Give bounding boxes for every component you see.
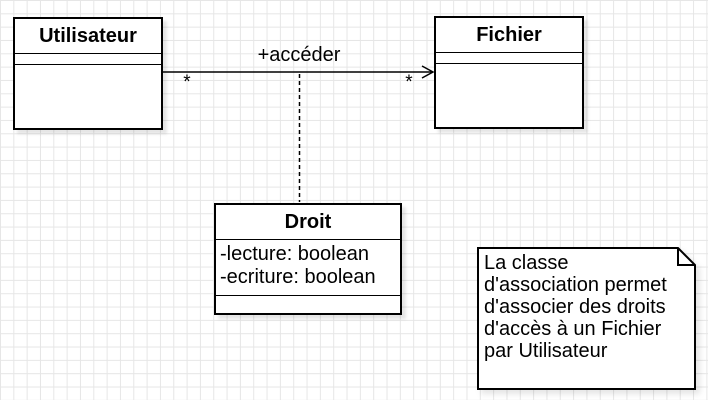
arrowhead-icon bbox=[421, 65, 435, 79]
class-attributes-compartment: -lecture: boolean -ecriture: boolean bbox=[216, 240, 400, 296]
association-label[interactable]: +accéder bbox=[257, 44, 341, 66]
note-line: d'associer des droits bbox=[484, 296, 666, 318]
note-fold-corner-icon bbox=[677, 248, 695, 266]
note-box[interactable]: La classe d'association permet d'associe… bbox=[477, 247, 696, 390]
note-outline bbox=[477, 247, 696, 390]
class-title: Droit bbox=[216, 205, 400, 240]
multiplicity-target[interactable]: * bbox=[405, 72, 413, 93]
class-title: Fichier bbox=[436, 18, 582, 53]
class-box-fichier[interactable]: Fichier bbox=[434, 16, 584, 129]
note-line: d'association permet bbox=[484, 274, 667, 296]
multiplicity-source[interactable]: * bbox=[183, 72, 191, 93]
note-shape bbox=[477, 247, 696, 390]
note-line: La classe bbox=[484, 252, 569, 274]
note-text: La classe d'association permet d'associe… bbox=[484, 252, 689, 362]
class-attributes-compartment bbox=[436, 53, 582, 64]
class-methods-compartment bbox=[15, 65, 161, 128]
class-methods-compartment bbox=[216, 296, 400, 313]
class-methods-compartment bbox=[436, 64, 582, 127]
class-attributes-compartment bbox=[15, 54, 161, 65]
class-title: Utilisateur bbox=[15, 19, 161, 54]
class-box-utilisateur[interactable]: Utilisateur bbox=[13, 17, 163, 130]
note-line: par Utilisateur bbox=[484, 340, 608, 362]
class-box-droit[interactable]: Droit -lecture: boolean -ecriture: boole… bbox=[214, 203, 402, 315]
class-attribute: -ecriture: boolean bbox=[220, 266, 376, 288]
note-line: d'accès à un Fichier bbox=[484, 318, 662, 340]
association-edge[interactable] bbox=[163, 65, 435, 79]
class-attribute: -lecture: boolean bbox=[220, 243, 369, 265]
